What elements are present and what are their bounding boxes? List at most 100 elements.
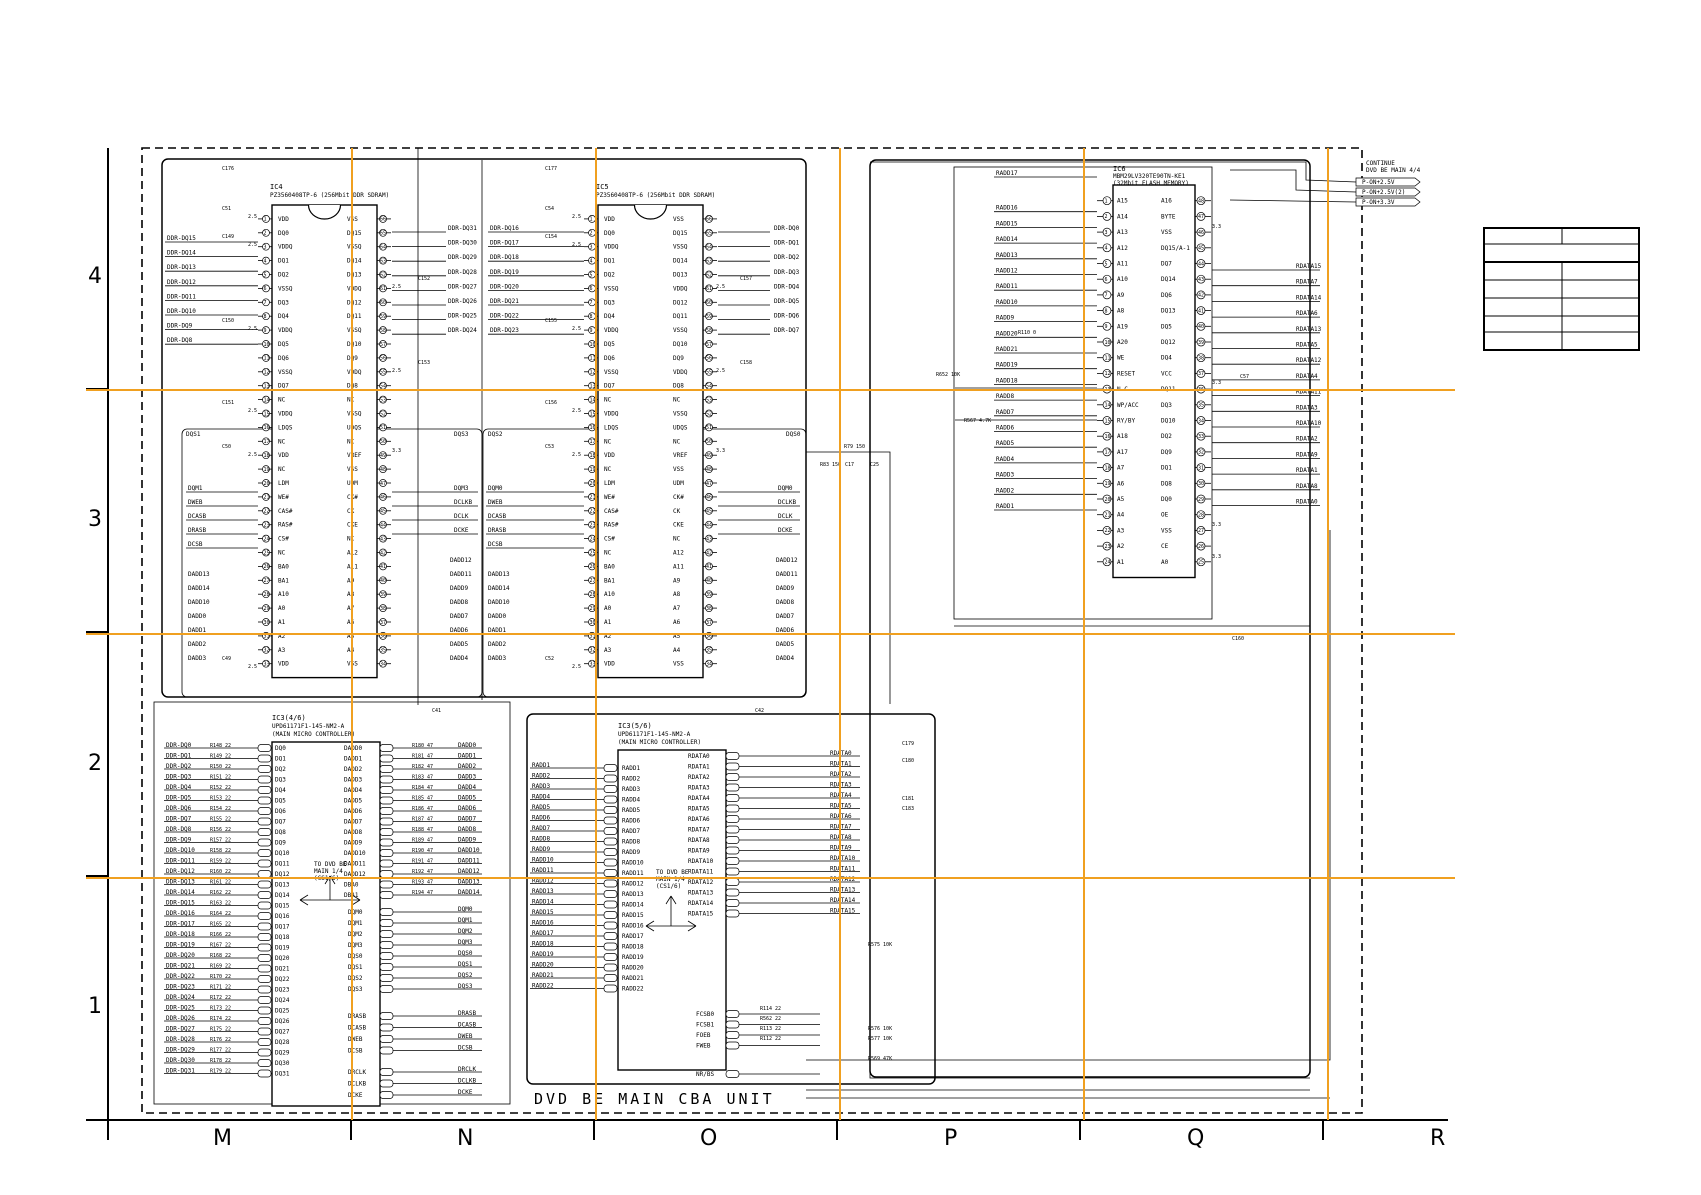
radd-flash: RADD6 <box>996 425 1014 432</box>
radd-flash: RADD21 <box>996 346 1018 353</box>
ic5-rpinnum: 55 <box>706 370 712 376</box>
ic3a-res: R163 22 <box>210 901 231 907</box>
vdd-label: 2.5 <box>572 214 581 220</box>
ic5-rpinnum: 63 <box>706 258 712 264</box>
ic3b-rpin-name: RDATA7 <box>688 827 710 834</box>
ic4-rpin-53 <box>379 395 387 404</box>
ic6-lpinnum: 21 <box>1105 513 1111 519</box>
ic6-lpin-20 <box>1102 494 1112 504</box>
ic6-rpin-45 <box>1196 243 1206 253</box>
ic3a-ctrl-name: DCASB <box>348 1025 366 1032</box>
ddr-group-outline <box>161 158 807 698</box>
ic4-rpinnum: 43 <box>380 536 386 542</box>
ic4-lpin-name: VDDQ <box>278 411 293 418</box>
ic4-ref: IC4 <box>270 183 283 191</box>
ic6-rpin-name: OE <box>1161 512 1169 519</box>
ic4-lpinnum: 21 <box>264 495 270 501</box>
ic6-rpin-38 <box>1196 353 1206 363</box>
ic3a-rpin <box>379 828 394 836</box>
ic3b-rpin <box>725 878 740 886</box>
ic3a-ctrl-net: DCASB <box>458 1022 476 1029</box>
vdd-label: 2.5 <box>572 326 581 332</box>
ic4-rpin-38 <box>379 604 387 612</box>
ic3a-res: R191 47 <box>412 859 433 865</box>
ic3a-left-net: DDR-DQ3 <box>166 774 192 781</box>
cap-label: C179 <box>902 741 914 747</box>
ic3b-lpin-name: RADD8 <box>622 839 640 846</box>
ic3a-rpin-name: DADD11 <box>344 861 366 868</box>
ic3b-ctrl-name: FWEB <box>696 1043 711 1050</box>
ic6-rpin-name: VSS <box>1161 527 1172 534</box>
ic3a-rpin <box>379 796 394 805</box>
radd-flash: RADD4 <box>996 456 1014 463</box>
ic3a-lpin-name: DQ26 <box>275 1018 290 1025</box>
ic3a-res: R156 22 <box>210 827 231 833</box>
ic3a-left-net: DDR-DQ6 <box>166 805 192 812</box>
ic5-rpin-name: A11 <box>673 563 684 570</box>
ic4-lpin-name: DQ6 <box>278 355 289 362</box>
ic4-rpin-47 <box>379 479 387 487</box>
ic6-rpin-name: DQ14 <box>1161 276 1176 283</box>
ic3b-rpin <box>725 909 740 918</box>
ic3b-left-net: RADD7 <box>532 825 550 832</box>
ic4-rpinnum: 48 <box>380 467 386 473</box>
ic3b-lpin-name: RADD17 <box>622 933 644 940</box>
ic4-lpin-1 <box>262 215 270 223</box>
ic6-rpin-37 <box>1196 369 1206 378</box>
ic4-lpin-name: DQ0 <box>278 230 289 237</box>
ic5-rpin-64 <box>705 242 713 251</box>
ic5-rpin-63 <box>705 256 713 265</box>
ic4-lpin-name: VSSQ <box>278 369 293 376</box>
ic3b-left-net: RADD17 <box>532 930 554 937</box>
ic3a-ctrl-name: DQM3 <box>348 942 363 949</box>
ic3b-cpin <box>725 1031 740 1039</box>
ic3b-lpin <box>603 827 618 835</box>
ic5-rpin-name: DQ15 <box>673 230 688 237</box>
ic4-lpin-7 <box>262 298 270 307</box>
dadd-right-5: DADD11 <box>776 571 798 578</box>
ic5-lpin-name: VDD <box>604 216 615 223</box>
ic4-rpin-name: A8 <box>347 591 355 598</box>
ic3a-rpin-name: DADD8 <box>344 829 362 836</box>
dadd-left-5: DADD14 <box>488 585 510 592</box>
ic3a-ctrl-name: DWEB <box>348 1036 363 1043</box>
ic4-left-net: DDR-DQ11 <box>167 293 196 300</box>
ic3b-lpin <box>603 900 618 909</box>
ic5-rpin-41 <box>705 562 713 571</box>
col-label-p: P <box>944 1126 957 1151</box>
vdd-label: 2.5 <box>392 284 401 290</box>
cap-label: C177 <box>545 166 557 172</box>
ic5-rpinnum: 41 <box>706 564 712 570</box>
ic6-lpin-21 <box>1102 510 1112 520</box>
ic4-rpinnum: 42 <box>380 550 386 556</box>
ic3b-right-net: RDATA11 <box>830 866 856 873</box>
radd-flash: RADD12 <box>996 268 1018 275</box>
ic6-part: MBM29LV320TE90TN-KE1 <box>1113 173 1186 180</box>
ic6-rpin-name: DQ1 <box>1161 465 1172 472</box>
ic5-lpinnum: 32 <box>590 648 596 654</box>
ic4-lpin-name: RAS# <box>278 522 293 529</box>
ic3b-lpin <box>603 764 618 772</box>
ic4-rpin-35 <box>379 645 387 654</box>
cap-label: C54 <box>545 206 554 212</box>
radd-flash: RADD10 <box>996 299 1018 306</box>
ic4-rpinnum: 59 <box>380 314 386 320</box>
ic3a-right-net: DADD6 <box>458 805 476 812</box>
ic5-rpin-60 <box>705 298 713 307</box>
ic5-rpinnum: 38 <box>706 606 712 612</box>
ic3a-lpin-name: DQ24 <box>275 997 290 1004</box>
cap-label: C160 <box>1232 636 1244 642</box>
ic3a-res: R174 22 <box>210 1016 231 1022</box>
ic3a-res: R188 47 <box>412 827 433 833</box>
ic3a-right-net: DADD3 <box>458 774 476 781</box>
ic3b-lpin <box>603 774 618 783</box>
ic5-lpinnum: 33 <box>590 662 596 668</box>
ic3a-lpin-name: DQ23 <box>275 987 290 994</box>
ic5-right-net: DDR-DQ4 <box>774 283 800 290</box>
ic3a-right-net: DADD8 <box>458 826 476 833</box>
ctrl-right-5: DCLKB <box>778 499 796 506</box>
v33-label: 3.3 <box>716 448 725 454</box>
ic5-right-net: DDR-DQ3 <box>774 269 800 276</box>
ic3a-lpin-name: DQ28 <box>275 1039 290 1046</box>
continue-sheet: DVD BE MAIN 4/4 <box>1366 167 1421 174</box>
